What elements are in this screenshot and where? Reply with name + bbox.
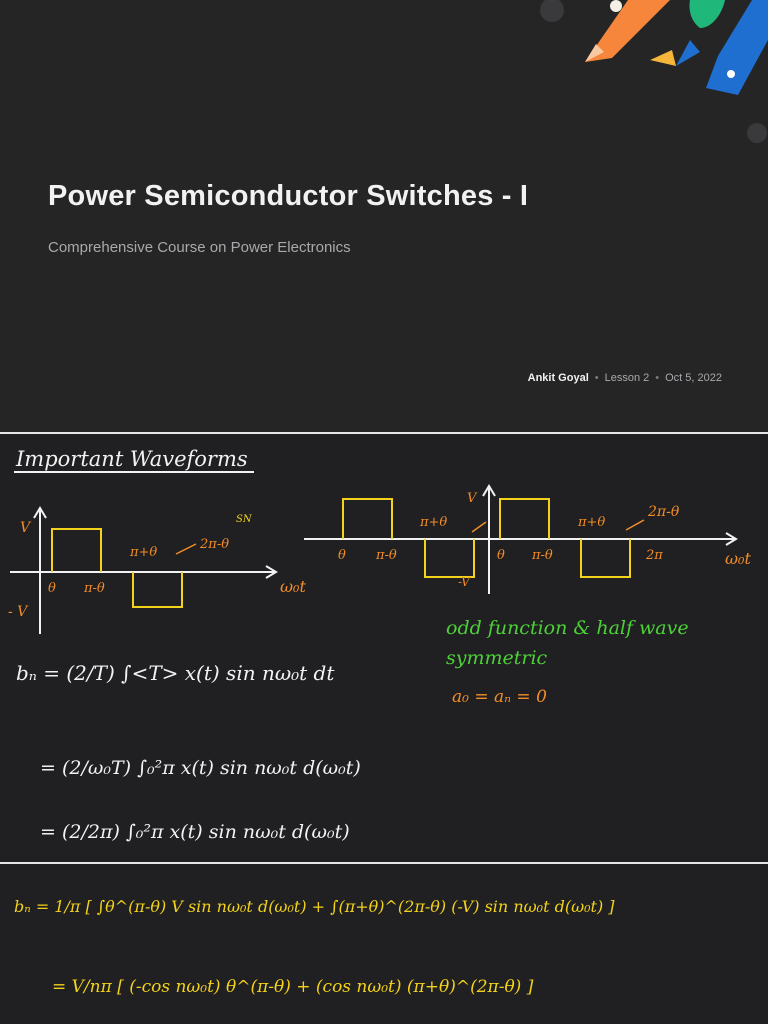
left-x-axis-label: ω₀t [280, 577, 306, 596]
left-mark-label: SN [236, 514, 253, 525]
right-tick-4: π-θ [531, 548, 553, 563]
course-subtitle: Comprehensive Course on Power Electronic… [48, 239, 351, 256]
right-v-neg-label: -V [458, 575, 471, 589]
decoration-graphics [540, 0, 768, 143]
note-symmetric: symmetric [446, 647, 548, 669]
waveform-right [304, 484, 738, 594]
left-tick-theta: θ [48, 581, 56, 596]
notes-slide-1: Important Waveforms V - V SN θ π-θ π+θ 2… [0, 434, 768, 862]
lesson-date: Oct 5, 2022 [665, 372, 722, 384]
right-x-axis-label: ω₀t [725, 549, 751, 568]
left-tick-pi-plus-theta: π+θ [129, 545, 157, 560]
equation-bn-2: = (2/ω₀T) ∫₀²π x(t) sin nω₀t d(ω₀t) [40, 757, 361, 779]
slide-divider [0, 862, 768, 864]
waveform-left-pulses [51, 528, 183, 608]
right-tick-3: θ [497, 548, 505, 563]
equation-bn-3: = (2/2π) ∫₀²π x(t) sin nω₀t d(ω₀t) [40, 821, 350, 843]
waveform-left [10, 506, 278, 634]
handwritten-notes-1: Important Waveforms V - V SN θ π-θ π+θ 2… [8, 447, 751, 843]
right-tick-above-3: 2π-θ [647, 504, 680, 520]
left-v-neg-label: - V [8, 604, 29, 620]
lesson-number: Lesson 2 [604, 372, 650, 384]
page-title: Power Semiconductor Switches - I [48, 180, 529, 212]
pencil-orange-icon [585, 0, 670, 62]
right-tick-5: 2π [645, 548, 663, 563]
notes-heading: Important Waveforms [15, 447, 248, 471]
title-slide: Power Semiconductor Switches - I Compreh… [0, 0, 768, 432]
handwritten-notes-2: bₙ = 1/π [ ∫θ^(π-θ) V sin nω₀t d(ω₀t) + … [14, 897, 615, 997]
note-a0-an: a₀ = aₙ = 0 [452, 687, 547, 707]
lesson-meta: Ankit Goyal•Lesson 2•Oct 5, 2022 [527, 372, 722, 384]
equation-bn-5: = V/nπ [ (-cos nω₀t) θ^(π-θ) + (cos nω₀t… [52, 977, 534, 997]
left-v-pos-label: V [20, 520, 32, 536]
author-name: Ankit Goyal [527, 372, 589, 384]
right-tick-above-1: π+θ [419, 515, 447, 530]
left-tick-pi-minus-theta: π-θ [83, 581, 105, 596]
slide-divider [0, 432, 768, 434]
right-tick-2: π-θ [375, 548, 397, 563]
equation-bn-4: bₙ = 1/π [ ∫θ^(π-θ) V sin nω₀t d(ω₀t) + … [14, 897, 615, 916]
right-tick-1: θ [338, 548, 346, 563]
leaf-green-icon [689, 0, 725, 28]
right-tick-above-2: π+θ [577, 515, 605, 530]
notes-slide-2: bₙ = 1/π [ ∫θ^(π-θ) V sin nω₀t d(ω₀t) + … [0, 864, 768, 1024]
note-odd-function: odd function & half wave [446, 617, 689, 639]
waveform-right-pulses [342, 498, 631, 578]
left-tick-2pi-minus-theta: 2π-θ [199, 537, 229, 552]
right-v-label: V [467, 491, 478, 506]
equation-bn-1: bₙ = (2/T) ∫<T> x(t) sin nω₀t dt [16, 661, 335, 685]
pen-blue-icon [706, 0, 768, 95]
